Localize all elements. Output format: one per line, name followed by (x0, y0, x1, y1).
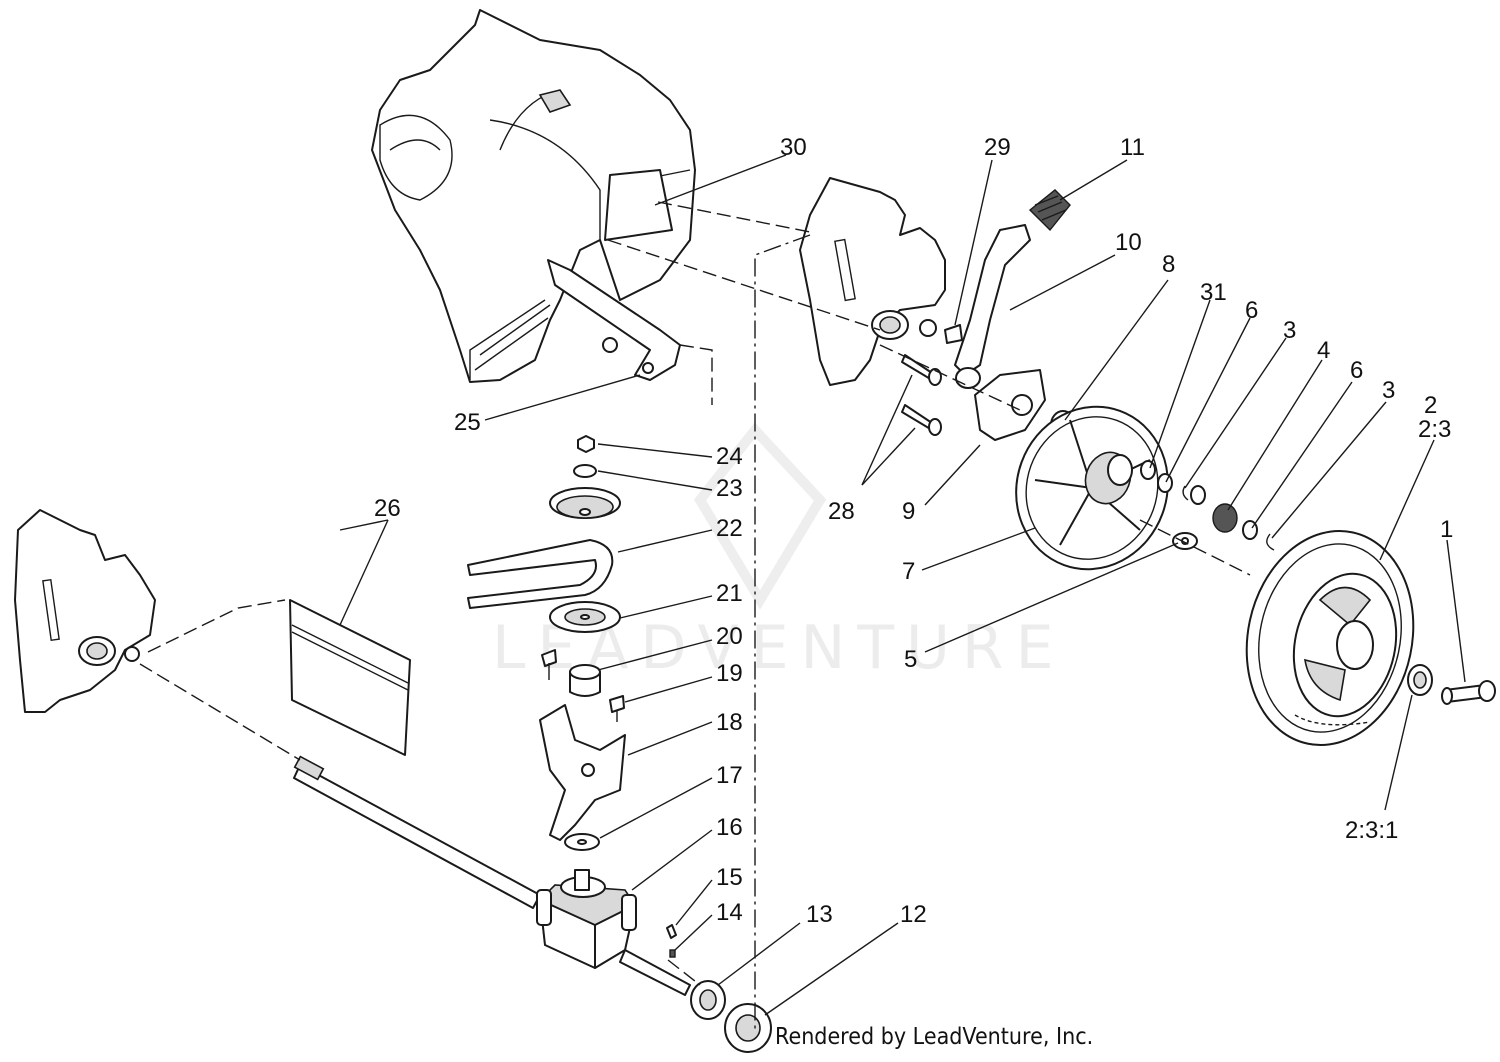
housing-bracket (547, 259, 713, 405)
gearbox-washer (564, 833, 600, 851)
callout-15: 15 (716, 864, 743, 891)
key-and-setscrew (666, 924, 677, 958)
wheel-bushing (1407, 664, 1433, 696)
mower-housing (371, 9, 696, 383)
pulley-stack (549, 435, 621, 519)
callout-18: 18 (716, 709, 743, 736)
leader-lines (339, 154, 1466, 1016)
callout-6a: 6 (1245, 297, 1258, 324)
callout-1: 1 (1440, 516, 1453, 543)
callout-3a: 3 (1283, 317, 1296, 344)
pulley-spacer (569, 664, 601, 697)
callout-22: 22 (716, 515, 743, 542)
callout-4: 4 (1317, 337, 1330, 364)
wheel-assembly (1245, 529, 1415, 747)
render-credit: Rendered by LeadVenture, Inc. (775, 1024, 1094, 1050)
axle-bearing (690, 980, 726, 1020)
callout-31: 31 (1200, 279, 1227, 306)
gearbox (536, 869, 691, 996)
drive-pulley (549, 601, 621, 633)
callout-7: 7 (902, 558, 915, 585)
callout-2: 2 (1424, 392, 1437, 419)
callout-19: 19 (716, 660, 743, 687)
callout-9: 9 (902, 498, 915, 525)
rear-baffle (289, 599, 411, 756)
belt-guard (539, 704, 626, 841)
assembly-lines (139, 201, 1251, 1030)
callout-5: 5 (904, 646, 917, 673)
callout-2-3-1: 2:3:1 (1345, 817, 1398, 844)
callouts: 30 29 11 10 8 31 6 3 4 6 3 2 2:3 1 2:3:1… (374, 134, 1453, 928)
axle-bushing (724, 1003, 772, 1053)
callout-20: 20 (716, 623, 743, 650)
drive-belt (467, 539, 614, 609)
callout-8: 8 (1162, 251, 1175, 278)
height-lever (954, 224, 1031, 389)
callout-26: 26 (374, 495, 401, 522)
callout-21: 21 (716, 580, 743, 607)
callout-12: 12 (900, 901, 927, 928)
callout-10: 10 (1115, 229, 1142, 256)
callout-13: 13 (806, 901, 833, 928)
callout-24: 24 (716, 443, 743, 470)
callout-14: 14 (716, 899, 743, 926)
right-side-plate (799, 177, 946, 386)
wheel-bolt (1441, 680, 1496, 705)
callout-23: 23 (716, 475, 743, 502)
watermark-logo (693, 422, 827, 610)
drive-shaft (293, 755, 541, 909)
callout-6b: 6 (1350, 357, 1363, 384)
belt-guard-bolts (541, 649, 625, 722)
callout-3b: 3 (1382, 377, 1395, 404)
shoulder-bolts (901, 324, 963, 436)
lever-grip (1028, 189, 1071, 232)
callout-17: 17 (716, 762, 743, 789)
left-side-plate (14, 509, 156, 713)
callout-30: 30 (780, 134, 807, 161)
callout-25: 25 (454, 409, 481, 436)
callout-16: 16 (716, 814, 743, 841)
drive-gear-wheel (1015, 405, 1169, 571)
callout-11: 11 (1120, 134, 1145, 161)
callout-29: 29 (984, 134, 1011, 161)
callout-28: 28 (828, 498, 855, 525)
callout-2-3: 2:3 (1418, 416, 1451, 443)
